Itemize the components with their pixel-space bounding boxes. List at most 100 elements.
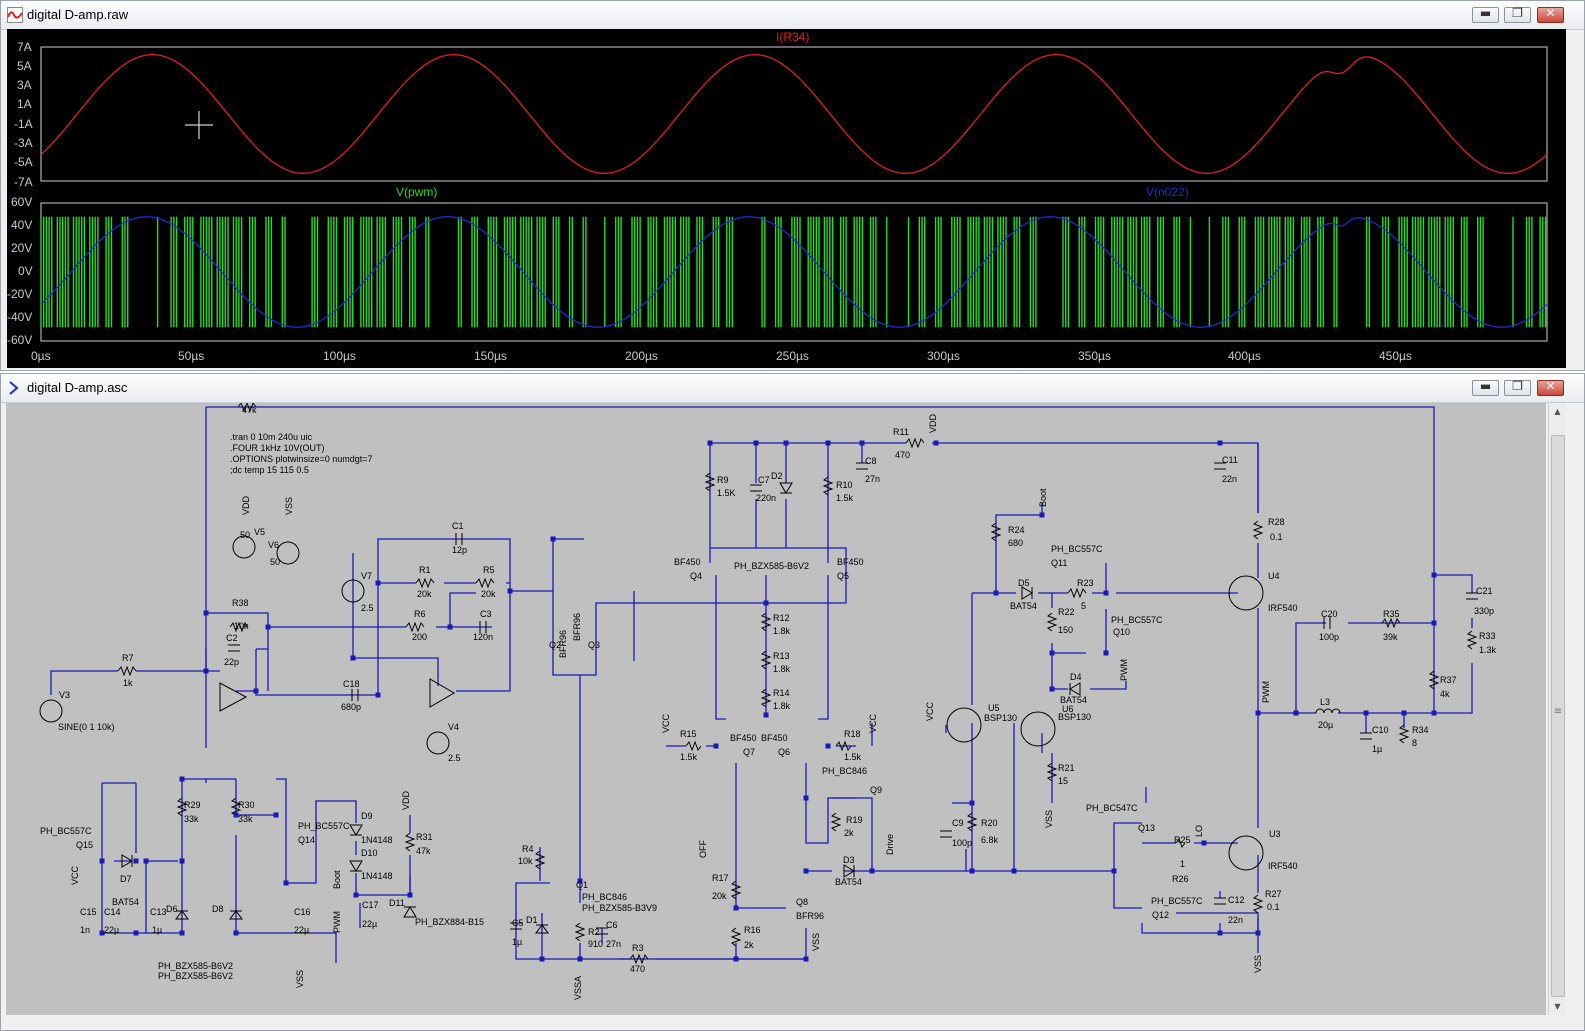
component-label-pwm1[interactable]: PWM	[1119, 659, 1129, 681]
component-label-c12-val[interactable]: 22n	[1228, 915, 1243, 925]
component-label-c17-val[interactable]: 22µ	[362, 919, 377, 929]
component-label-zener-mid[interactable]: PH_BZX585-B6V2	[734, 561, 809, 571]
component-label-r3[interactable]: R3	[632, 943, 644, 953]
component-label-c11-val[interactable]: 22n	[1222, 474, 1237, 484]
component-label-q3-model[interactable]: BFR96	[572, 613, 582, 641]
component-label-r7[interactable]: R7	[122, 653, 134, 663]
component-label-r5-val[interactable]: 20k	[481, 589, 496, 599]
component-label-c15[interactable]: C15	[80, 907, 97, 917]
component-label-drive[interactable]: Drive	[885, 834, 895, 855]
component-label-r16[interactable]: R16	[744, 925, 761, 935]
component-label-q15[interactable]: Q15	[76, 840, 93, 850]
component-label-v5-val[interactable]: 50	[240, 530, 250, 540]
component-label-c10-val[interactable]: 1µ	[1372, 744, 1382, 754]
component-label-q5[interactable]: Q5	[837, 571, 849, 581]
close-button[interactable]: ✕	[1537, 6, 1564, 23]
component-label-r34[interactable]: R34	[1412, 725, 1429, 735]
component-label-d6[interactable]: D6	[166, 904, 178, 914]
component-label-r18-val[interactable]: 1.5k	[844, 752, 862, 762]
component-label-c1-val[interactable]: 12p	[452, 545, 467, 555]
component-label-d3[interactable]: D3	[843, 855, 855, 865]
component-label-r11-val[interactable]: 470	[895, 450, 910, 460]
component-label-vdd1[interactable]: VDD	[241, 495, 251, 515]
component-label-c2-val[interactable]: 22p	[224, 657, 239, 667]
component-label-r20[interactable]: R20	[981, 818, 998, 828]
component-label-c11[interactable]: C11	[1222, 455, 1238, 465]
component-label-q11[interactable]: Q11	[1051, 558, 1067, 568]
component-label-r30-val[interactable]: 33k	[238, 814, 253, 824]
component-label-q2-model[interactable]: BFR96	[558, 630, 568, 658]
component-label-c13[interactable]: C13	[150, 907, 167, 917]
component-label-r24-val[interactable]: 680	[1008, 538, 1023, 548]
component-label-r19[interactable]: R19	[846, 815, 863, 825]
component-label-r31-val[interactable]: 47k	[416, 846, 431, 856]
trace-label-vpwm[interactable]: V(pwm)	[396, 185, 438, 199]
component-label-q13-model[interactable]: PH_BC547C	[1086, 803, 1138, 813]
component-label-d9-model[interactable]: 1N4148	[361, 835, 393, 845]
component-label-r4[interactable]: R4	[522, 844, 534, 854]
component-label-r9-val[interactable]: 1.5K	[717, 488, 736, 498]
component-label-q9-model[interactable]: PH_BC846	[822, 766, 867, 776]
component-label-v6[interactable]: V6	[268, 540, 279, 550]
component-label-l3[interactable]: L3	[1320, 697, 1330, 707]
component-label-q13[interactable]: Q13	[1138, 823, 1155, 833]
component-label-c18-val[interactable]: 680p	[341, 702, 361, 712]
component-label-u4[interactable]: U4	[1268, 571, 1280, 581]
minimize-button[interactable]: ▬	[1472, 6, 1499, 23]
component-label-c18[interactable]: C18	[343, 679, 360, 689]
component-label-u3-model[interactable]: IRF540	[1268, 861, 1298, 871]
component-label-c12[interactable]: C12	[1228, 895, 1245, 905]
component-label-c17[interactable]: C17	[362, 900, 379, 910]
component-label-boot1[interactable]: Boot	[1038, 488, 1048, 507]
component-label-r22-val[interactable]: 150	[1058, 625, 1073, 635]
scrollbar-thumb[interactable]: ≡	[1551, 435, 1565, 997]
restore-button[interactable]: ❐	[1504, 379, 1531, 396]
component-label-v4[interactable]: V4	[448, 722, 459, 732]
component-label-r24[interactable]: R24	[1008, 525, 1025, 535]
component-label-r28-val[interactable]: 0.1	[1270, 532, 1283, 542]
component-label-d10[interactable]: D10	[361, 848, 378, 858]
component-label-r38-val[interactable]: 10k	[234, 621, 249, 631]
component-label-r12[interactable]: R12	[773, 613, 790, 623]
component-label-r27-val[interactable]: 0.1	[1267, 902, 1280, 912]
component-label-c3[interactable]: C3	[480, 609, 492, 619]
component-label-q14[interactable]: Q14	[298, 835, 315, 845]
component-label-r21[interactable]: R21	[1058, 763, 1075, 773]
component-label-boot2[interactable]: Boot	[332, 870, 342, 889]
component-label-off[interactable]: OFF	[698, 840, 708, 858]
component-label-r37-val[interactable]: 4k	[1440, 689, 1450, 699]
component-label-c9-val[interactable]: 100p	[952, 838, 972, 848]
component-label-c5[interactable]: C5	[512, 918, 524, 928]
component-label-c21[interactable]: C21	[1476, 586, 1493, 596]
component-label-v3[interactable]: V3	[59, 690, 70, 700]
component-label-d10-model[interactable]: 1N4148	[361, 871, 393, 881]
component-label-r2-val[interactable]: 910	[588, 939, 603, 949]
component-label-r14[interactable]: R14	[773, 688, 790, 698]
component-label-pwm3[interactable]: PWM	[332, 911, 342, 933]
component-label-q11-model[interactable]: PH_BC557C	[1051, 544, 1103, 554]
component-label-r7-val[interactable]: 1k	[123, 678, 133, 688]
component-label-r30[interactable]: R30	[238, 800, 255, 810]
component-label-u4-model[interactable]: IRF540	[1268, 603, 1298, 613]
component-label-r22[interactable]: R22	[1058, 607, 1075, 617]
component-label-r6[interactable]: R6	[414, 609, 426, 619]
component-label-d2[interactable]: D2	[771, 471, 783, 481]
component-label-q3[interactable]: Q3	[588, 640, 600, 650]
component-label-vss6[interactable]: VSS	[295, 970, 305, 988]
component-label-c16[interactable]: C16	[294, 907, 311, 917]
close-button[interactable]: ✕	[1537, 379, 1564, 396]
component-label-vss5[interactable]: VSS	[1253, 955, 1263, 973]
component-label-d9[interactable]: D9	[361, 811, 373, 821]
component-label-vcc1[interactable]: VCC	[661, 713, 671, 733]
component-label-c9[interactable]: C9	[952, 818, 964, 828]
component-label-pwm2[interactable]: PWM	[1261, 681, 1271, 703]
component-label-r33-val[interactable]: 1.3k	[1479, 645, 1497, 655]
scroll-down-arrow-icon[interactable]: ▼	[1554, 1002, 1561, 1011]
component-label-vss1[interactable]: VSS	[284, 497, 294, 515]
component-label-q1-model[interactable]: PH_BC846	[582, 892, 627, 902]
component-label-v7[interactable]: V7	[361, 571, 372, 581]
component-label-d5-model[interactable]: BAT54	[1010, 601, 1037, 611]
component-label-r35-val[interactable]: 39k	[1383, 632, 1398, 642]
component-label-vcc4[interactable]: VCC	[70, 865, 80, 885]
component-label-v6-val[interactable]: 50	[270, 557, 280, 567]
